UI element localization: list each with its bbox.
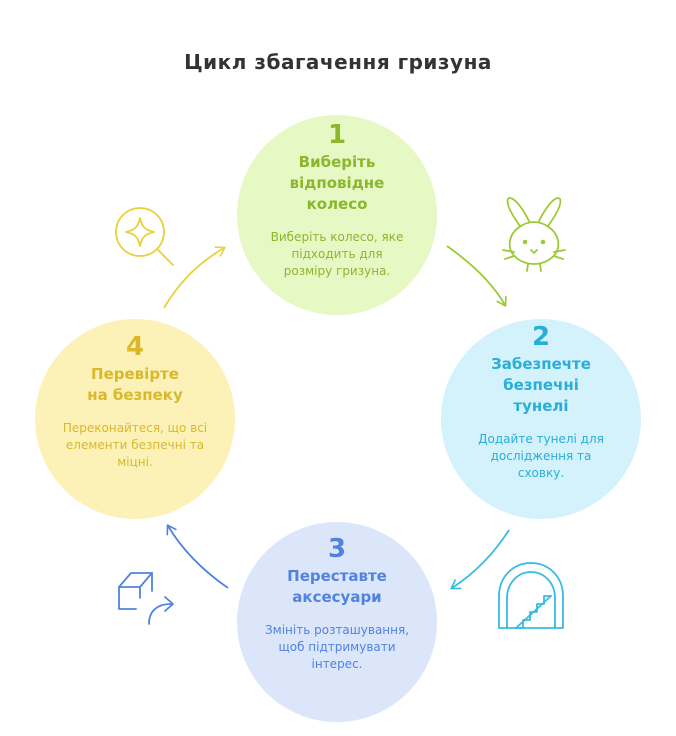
step-4-description: Переконайтеся, що всі елементи безпечні … (62, 421, 208, 469)
arrow-3-to-4 (166, 524, 229, 589)
step-4-heading: Перевірте на безпеку (87, 365, 183, 404)
step-2-description: Додайте тунелі для дослідження та сховку… (478, 432, 604, 480)
step-2-circle (441, 319, 641, 519)
step-3-number: 3 (327, 534, 347, 564)
step-1-number: 1 (327, 120, 347, 150)
step-4-circle (35, 319, 235, 519)
step-2-number: 2 (531, 322, 551, 352)
step-3: 3 Переставте аксесуари Змініть розташува… (237, 534, 437, 673)
rabbit-icon (502, 197, 566, 272)
sparkle-search-icon (115, 207, 174, 266)
arrow-1-to-2 (446, 245, 507, 307)
diagram-title: Цикл збагачення гризуна (184, 50, 492, 74)
step-3-description: Змініть розташування, щоб підтримувати і… (264, 623, 410, 671)
step-3-circle (237, 522, 437, 722)
arrow-4-to-1 (163, 246, 226, 309)
step-1: 1 Виберіть відповідне колесо Виберіть ко… (237, 120, 437, 280)
step-2: 2 Забезпечте безпечні тунелі Додайте тун… (441, 322, 641, 482)
tunnel-icon (498, 562, 564, 629)
step-1-heading: Виберіть відповідне колесо (289, 153, 385, 213)
step-2-heading: Забезпечте безпечні тунелі (491, 355, 591, 415)
step-4-number: 4 (125, 332, 145, 362)
step-4: 4 Перевірте на безпеку Переконайтеся, що… (35, 332, 235, 471)
box-arrow-icon (118, 572, 174, 625)
arrow-2-to-3 (450, 529, 510, 590)
step-1-description: Виберіть колесо, яке підходить для розмі… (270, 230, 404, 278)
step-3-heading: Переставте аксесуари (287, 567, 387, 606)
step-1-circle (237, 115, 437, 315)
